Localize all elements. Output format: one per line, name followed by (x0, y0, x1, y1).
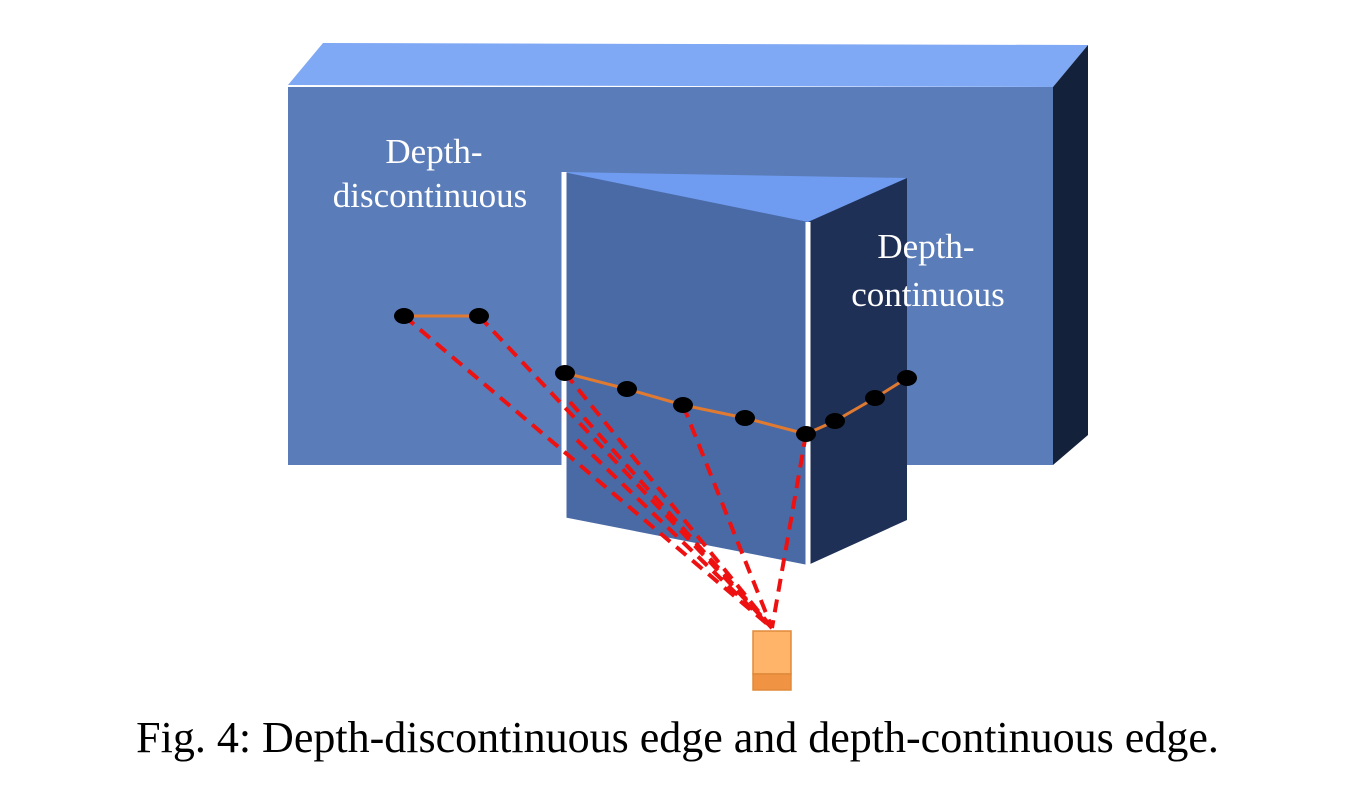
point (825, 413, 845, 429)
wedge-right-face (808, 178, 907, 565)
point (394, 308, 414, 324)
label-discontinuous-line1: Depth- (385, 132, 482, 171)
label-depth-continuous: Depth- continuous (851, 227, 1005, 314)
point (555, 365, 575, 381)
point (865, 390, 885, 406)
point (796, 426, 816, 442)
measurement-points (394, 308, 917, 442)
ray (770, 433, 808, 629)
ray (563, 371, 774, 630)
wedge-top-face (563, 172, 907, 222)
diagram-scene: Depth- discontinuous Depth- continuous (288, 43, 1088, 691)
sensor-rays (402, 314, 808, 630)
point (735, 410, 755, 426)
point (673, 397, 693, 413)
ray (568, 400, 774, 630)
wedge-left-face (563, 172, 808, 565)
point (617, 381, 637, 397)
back-box-top-face (288, 43, 1088, 87)
ray (477, 314, 774, 630)
back-box-side-face (1053, 45, 1088, 465)
point (469, 308, 489, 324)
wedge-object (561, 172, 907, 566)
sensor-icon (752, 630, 792, 691)
label-continuous-line1: Depth- (877, 227, 974, 266)
sensor-base (752, 673, 792, 691)
label-continuous-line2: continuous (851, 275, 1005, 314)
point (897, 370, 917, 386)
label-depth-discontinuous: Depth- discontinuous (333, 132, 527, 215)
ray (402, 314, 774, 630)
figure-caption: Fig. 4: Depth-discontinuous edge and dep… (136, 713, 1219, 762)
ray (575, 438, 774, 630)
label-discontinuous-line2: discontinuous (333, 176, 527, 215)
sensor-body (752, 630, 792, 675)
ray (681, 404, 774, 629)
